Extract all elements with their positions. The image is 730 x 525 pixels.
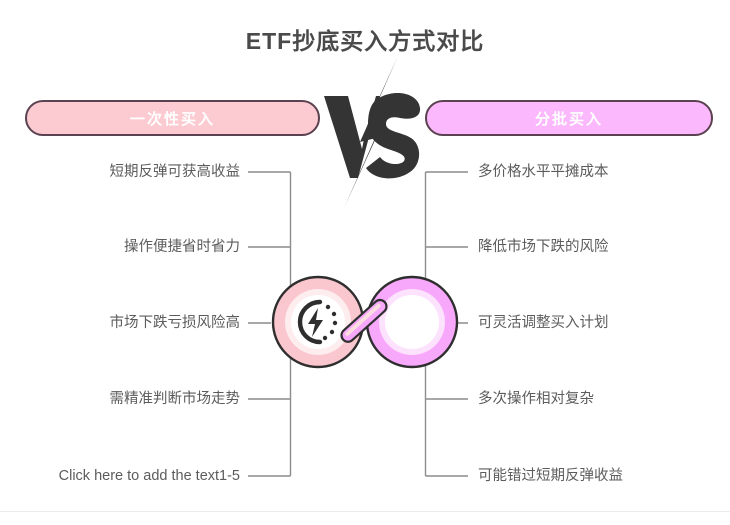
center-emblem [258,262,472,382]
page-title: ETF抄底买入方式对比 [245,28,485,54]
option-left-pill-label: 一次性买入 [129,110,215,128]
option-left-pill[interactable]: 一次性买入 [25,100,320,136]
right-item-4: 多次操作相对复杂 [478,391,594,407]
right-item-5: 可能错过短期反弹收益 [478,468,623,484]
footer-divider [0,511,730,512]
option-right-pill-label: 分批买入 [534,110,603,128]
right-item-3: 可灵活调整买入计划 [478,315,609,331]
left-item-5: Click here to add the text1-5 [58,468,240,484]
right-item-2: 降低市场下跌的风险 [478,239,609,255]
option-right-pill[interactable]: 分批买入 [425,100,713,136]
lightning-clock-icon [297,299,338,345]
vs-badge [318,56,428,216]
left-item-1: 短期反弹可获高收益 [109,164,241,180]
left-item-2: 操作便捷省时省力 [124,239,240,255]
right-item-1: 多价格水平平摊成本 [478,164,609,180]
left-item-4: 需精准判断市场走势 [109,391,241,407]
left-item-3: 市场下跌亏损风险高 [109,315,241,331]
